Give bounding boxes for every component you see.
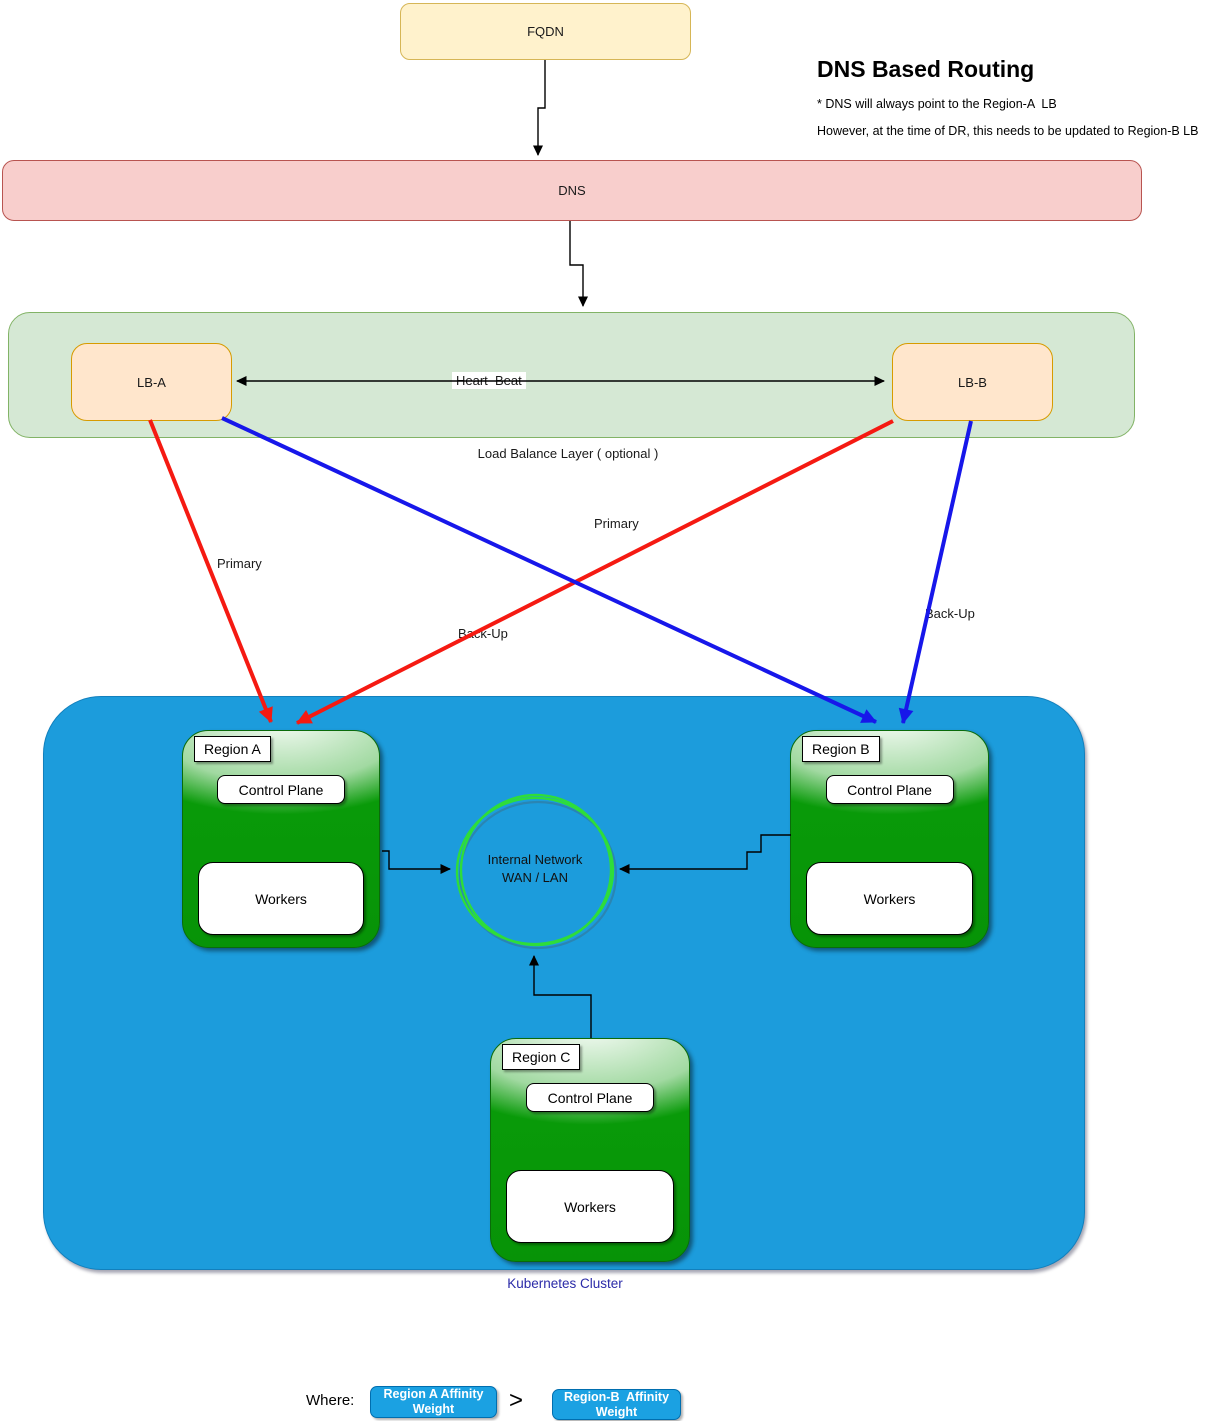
lb-a-node[interactable]: LB-A bbox=[71, 343, 232, 421]
backup-label-right: Back-Up bbox=[925, 606, 975, 621]
region-b-card[interactable]: Region B Control Plane Workers bbox=[790, 730, 989, 948]
region-b-workers-node[interactable]: Workers bbox=[806, 862, 973, 935]
heartbeat-label: Heart Beat bbox=[452, 372, 526, 389]
backup-label-mid: Back-Up bbox=[458, 626, 508, 641]
region-b-tag: Region B bbox=[802, 736, 880, 762]
region-a-workers-node[interactable]: Workers bbox=[198, 862, 364, 935]
region-c-workers-node[interactable]: Workers bbox=[506, 1170, 674, 1243]
region-c-tag: Region C bbox=[502, 1044, 581, 1070]
greater-than-operator: > bbox=[509, 1387, 524, 1414]
region-a-affinity-weight-chip[interactable]: Region A Affinity Weight bbox=[370, 1386, 497, 1418]
region-a-card[interactable]: Region A Control Plane Workers bbox=[182, 730, 380, 948]
fqdn-node[interactable]: FQDN bbox=[400, 3, 691, 60]
internal-network-label: Internal Network WAN / LAN bbox=[455, 851, 615, 887]
dns-to-lb-connector bbox=[569, 221, 588, 307]
lb-layer-caption: Load Balance Layer ( optional ) bbox=[477, 446, 659, 461]
dns-label: DNS bbox=[558, 183, 586, 198]
note-line-2: However, at the time of DR, this needs t… bbox=[817, 124, 1199, 138]
region-a-control-plane-node[interactable]: Control Plane bbox=[217, 775, 345, 804]
lba-to-region-a-primary-arrow bbox=[148, 419, 273, 723]
fqdn-to-dns-connector bbox=[533, 60, 546, 156]
region-b-affinity-weight-chip[interactable]: Region-B Affinity Weight bbox=[552, 1389, 681, 1420]
legend-where-label: Where: bbox=[306, 1392, 355, 1409]
lb-b-node[interactable]: LB-B bbox=[892, 343, 1053, 421]
lb-a-label: LB-A bbox=[137, 374, 166, 390]
fqdn-label: FQDN bbox=[527, 24, 564, 39]
page-title: DNS Based Routing bbox=[817, 56, 1035, 82]
region-b-control-plane-node[interactable]: Control Plane bbox=[825, 775, 954, 804]
internal-network-line2: WAN / LAN bbox=[502, 870, 568, 885]
region-c-control-plane-node[interactable]: Control Plane bbox=[526, 1083, 654, 1112]
primary-label-left: Primary bbox=[217, 556, 262, 571]
region-a-tag: Region A bbox=[194, 736, 271, 762]
primary-label-mid: Primary bbox=[594, 516, 639, 531]
internal-network-line1: Internal Network bbox=[487, 852, 583, 867]
note-line-1: * DNS will always point to the Region-A … bbox=[817, 97, 1057, 111]
dns-node[interactable]: DNS bbox=[2, 160, 1142, 221]
lb-b-label: LB-B bbox=[958, 374, 987, 390]
kubernetes-cluster-caption: Kubernetes Cluster bbox=[507, 1276, 623, 1291]
region-c-card[interactable]: Region C Control Plane Workers bbox=[490, 1038, 690, 1262]
lbb-to-region-b-backup-arrow bbox=[898, 420, 973, 724]
lbb-to-region-a-arrow bbox=[296, 419, 894, 725]
lba-to-region-b-arrow bbox=[221, 416, 877, 724]
lb-layer-container[interactable]: LB-A LB-B bbox=[8, 312, 1135, 438]
